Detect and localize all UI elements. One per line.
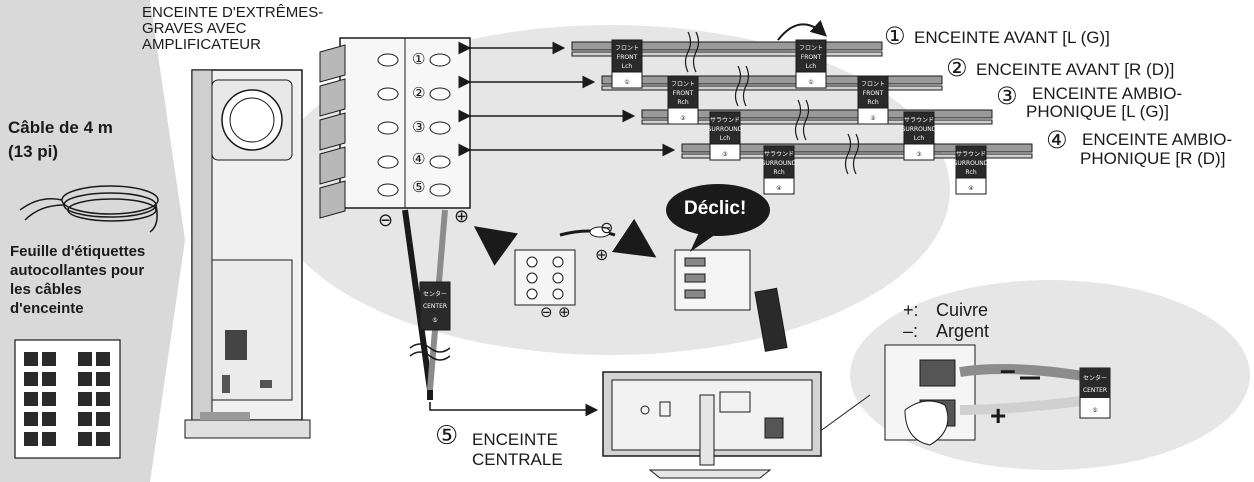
cable-tags: フロント FRONT Lch ① フロント FRONT Lch ① フロント FRONT Rch…	[611, 39, 989, 195]
svg-text:①: ①	[624, 79, 629, 86]
detail-plus-symbol: ⊕	[595, 245, 609, 264]
center-arrow	[429, 402, 599, 417]
terminal-number-3: ③	[412, 118, 426, 136]
subwoofer-label-line3: AMPLIFICATEUR	[142, 36, 261, 53]
svg-text:③: ③	[916, 151, 921, 158]
detail-minus-symbol: ⊖	[600, 218, 614, 237]
center-speaker-label-line1: ENCEINTE	[472, 430, 558, 449]
svg-text:②: ②	[870, 115, 876, 122]
svg-text:CENTER: CENTER	[1083, 387, 1107, 394]
speaker-3-label-line1: ENCEINTE AMBIO-	[1032, 84, 1183, 103]
center-speaker-label-line2: CENTRALE	[472, 450, 563, 469]
svg-text:FRONT: FRONT	[673, 90, 694, 97]
wiring-detail-right	[611, 218, 788, 352]
svg-text:センター: センター	[1083, 374, 1107, 382]
svg-text:CENTER: CENTER	[423, 303, 447, 310]
svg-text:③: ③	[722, 151, 727, 158]
click-bubble-text: Déclic!	[684, 198, 747, 219]
svg-text:Lch: Lch	[622, 63, 633, 70]
svg-text:センター: センター	[423, 290, 447, 298]
speaker-4-number: ④	[1046, 126, 1068, 154]
svg-text:Rch: Rch	[677, 99, 688, 106]
svg-text:②: ②	[680, 115, 686, 122]
terminal-number-5: ⑤	[412, 178, 426, 196]
plus-terminal-symbol: ⊕	[454, 206, 470, 227]
svg-text:Rch: Rch	[965, 169, 976, 176]
svg-text:SURROUND: SURROUND	[902, 126, 937, 133]
speaker-4-label-line2: PHONIQUE [R (D)]	[1080, 149, 1226, 168]
svg-text:Lch: Lch	[720, 135, 731, 142]
terminal-number-1: ①	[412, 50, 426, 68]
svg-text:FRONT: FRONT	[617, 54, 638, 61]
svg-text:フロント: フロント	[615, 45, 639, 52]
copper-symbol: +:	[903, 300, 919, 320]
silver-symbol: –:	[903, 321, 919, 341]
subwoofer-label-line2: GRAVES AVEC	[142, 20, 247, 37]
svg-text:フロント: フロント	[799, 45, 823, 52]
wrap-arrow	[777, 19, 827, 41]
svg-text:FRONT: FRONT	[863, 90, 884, 97]
center-speaker-number: ⑤	[435, 421, 459, 451]
svg-text:Lch: Lch	[806, 63, 817, 70]
speaker-2-label: ENCEINTE AVANT [R (D)]	[976, 60, 1175, 79]
speaker-1-label: ENCEINTE AVANT [L (G)]	[914, 28, 1110, 47]
sticker-text-line4: d'enceinte	[10, 300, 84, 317]
speaker-terminal-block	[319, 37, 471, 219]
center-cable: センター CENTER ⑤	[402, 209, 451, 400]
svg-text:Rch: Rch	[773, 169, 784, 176]
coiled-cable-illustration	[19, 185, 159, 233]
svg-text:サラウンド: サラウンド	[764, 150, 794, 158]
speaker-4-label-line1: ENCEINTE AMBIO-	[1082, 130, 1233, 149]
wiring-detail-left	[473, 226, 616, 306]
speaker-3-label-line2: PHONIQUE [L (G)]	[1026, 102, 1169, 121]
wire-plus-mark: +	[990, 400, 1007, 431]
wire-minus-mark: –	[1000, 354, 1016, 385]
cable-break-marks	[684, 31, 860, 175]
svg-text:FRONT: FRONT	[801, 54, 822, 61]
svg-text:Lch: Lch	[914, 135, 925, 142]
svg-text:フロント: フロント	[861, 81, 885, 88]
cable-title: Câble de 4 m	[8, 118, 113, 137]
subwoofer-label-line1: ENCEINTE D'EXTRÊMES-	[142, 4, 324, 21]
speaker-3-number: ③	[996, 82, 1018, 110]
sticker-sheet-illustration	[14, 339, 121, 459]
svg-text:SURROUND: SURROUND	[708, 126, 743, 133]
copper-label: Cuivre	[936, 300, 989, 320]
polarity-detail: センター CENTER ⑤	[884, 344, 1111, 446]
svg-text:サラウンド: サラウンド	[710, 116, 740, 124]
svg-text:①: ①	[808, 79, 813, 86]
svg-text:⑤: ⑤	[1092, 407, 1097, 414]
minus-terminal-symbol: ⊖	[378, 210, 394, 231]
svg-text:④: ④	[968, 185, 973, 192]
terminal-number-4: ④	[412, 150, 426, 168]
svg-text:SURROUND: SURROUND	[954, 160, 989, 167]
svg-text:Rch: Rch	[867, 99, 878, 106]
terminal-arrows	[458, 41, 676, 157]
sticker-text-line3: les câbles	[10, 281, 82, 298]
svg-text:SURROUND: SURROUND	[762, 160, 797, 167]
center-speaker	[602, 371, 822, 479]
svg-text:サラウンド: サラウンド	[956, 150, 986, 158]
sticker-text-line1: Feuille d'étiquettes	[10, 243, 146, 260]
svg-text:サラウンド: サラウンド	[904, 116, 934, 124]
subwoofer-unit	[184, 69, 311, 439]
svg-text:④: ④	[776, 185, 781, 192]
silver-label: Argent	[936, 321, 990, 341]
speaker-1-number: ①	[884, 22, 906, 50]
svg-text:フロント: フロント	[671, 81, 695, 88]
detail-plus-symbol-2: ⊕	[558, 303, 571, 321]
speaker-2-number: ②	[946, 54, 968, 82]
cable-subtitle: (13 pi)	[8, 142, 59, 161]
svg-text:⑤: ⑤	[432, 317, 437, 324]
sticker-text-line2: autocollantes pour	[10, 262, 145, 279]
detail-minus-symbol-2: ⊖	[540, 303, 553, 321]
click-speech-bubble	[666, 184, 770, 252]
terminal-number-2: ②	[412, 84, 426, 102]
